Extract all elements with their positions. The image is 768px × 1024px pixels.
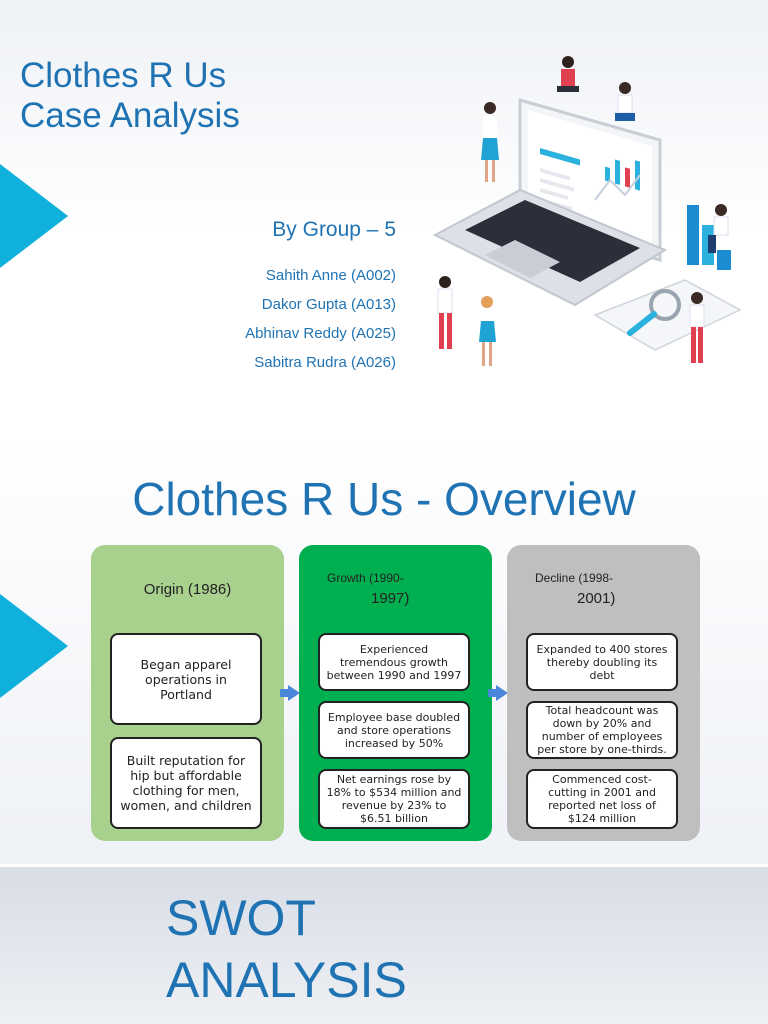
decline-column: Decline (1998- 2001) Expanded to 400 sto… <box>507 545 700 841</box>
swot-title: SWOT ANALYSIS <box>166 887 407 1011</box>
growth-item: Employee base doubled and store operatio… <box>318 701 470 759</box>
accent-triangle <box>0 164 68 268</box>
origin-item: Began apparel operations in Portland <box>110 633 262 725</box>
origin-column: Origin (1986) Began apparel operations i… <box>91 545 284 841</box>
decline-heading-year: 2001) <box>577 590 616 607</box>
origin-item: Built reputation for hip but affordable … <box>110 737 262 829</box>
overview-title: Clothes R Us - Overview <box>132 473 636 525</box>
decline-item: Expanded to 400 stores thereby doubling … <box>526 633 678 691</box>
right-arrow-icon <box>488 685 508 701</box>
member-name: Abhinav Reddy (A025) <box>245 325 396 342</box>
accent-triangle <box>0 594 68 698</box>
swot-title-line-2: ANALYSIS <box>166 952 407 1008</box>
growth-item: Net earnings rose by 18% to $534 million… <box>318 769 470 829</box>
group-label: By Group – 5 <box>272 218 396 241</box>
growth-column: Growth (1990- 1997) Experienced tremendo… <box>299 545 492 841</box>
growth-heading: Growth (1990- <box>327 571 404 585</box>
right-arrow-icon <box>280 685 300 701</box>
decline-item: Commenced cost-cutting in 2001 and repor… <box>526 769 678 829</box>
growth-item: Experienced tremendous growth between 19… <box>318 633 470 691</box>
decline-item: Total headcount was down by 20% and numb… <box>526 701 678 759</box>
title-line-2: Case Analysis <box>20 96 240 135</box>
member-name: Dakor Gupta (A013) <box>261 296 396 313</box>
member-list: Sahith Anne (A002) Dakor Gupta (A013) Ab… <box>245 266 396 382</box>
member-name: Sabitra Rudra (A026) <box>254 354 396 371</box>
decline-heading: Decline (1998- <box>535 571 614 585</box>
swot-title-line-1: SWOT <box>166 890 316 946</box>
title-line-1: Clothes R Us <box>20 56 227 95</box>
laptop-people-illustration <box>432 56 742 366</box>
slide-title: Clothes R Us Case Analysis <box>20 56 240 136</box>
title-slide: Clothes R Us Case Analysis By Group – 5 … <box>0 0 768 432</box>
overview-slide: Clothes R Us - Overview Origin (1986) Be… <box>0 432 768 864</box>
member-name: Sahith Anne (A002) <box>265 267 396 284</box>
origin-heading: Origin (1986) <box>143 581 232 598</box>
growth-heading-year: 1997) <box>371 590 410 607</box>
swot-slide: SWOT ANALYSIS <box>0 867 768 1024</box>
